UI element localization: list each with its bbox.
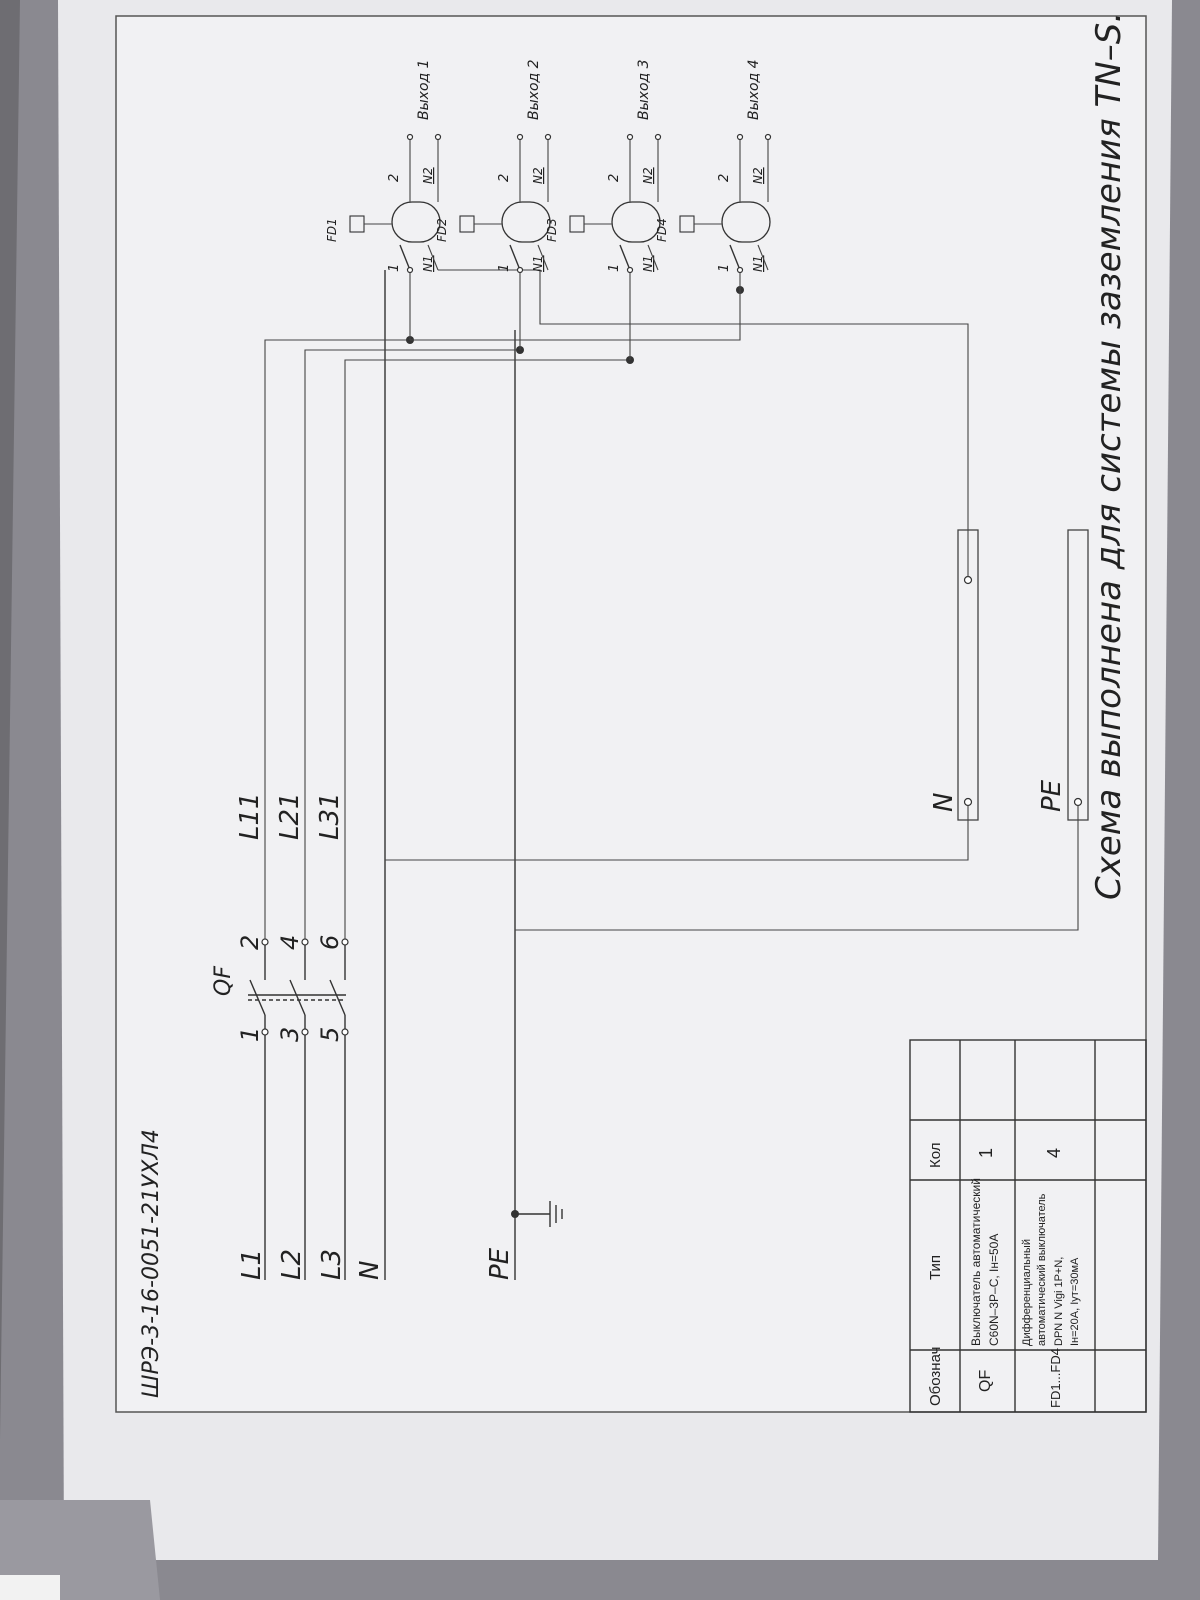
svg-text:N2: N2 bbox=[641, 167, 655, 184]
table-header-type: Тип bbox=[927, 1255, 944, 1280]
svg-text:2: 2 bbox=[387, 174, 402, 182]
output-fd4: 1 N1 FD4 2 N2 Выход 4 bbox=[410, 59, 772, 341]
table-row-fd-type-2: автоматический выключатель bbox=[1036, 1193, 1048, 1346]
table-row-fd-type-1: Дифференциальный bbox=[1021, 1239, 1033, 1346]
breaker-in-3: 3 bbox=[276, 1027, 304, 1042]
parts-table: Обознач Тип Кол QF Выключатель автоматич… bbox=[909, 1039, 1147, 1413]
svg-text:N1: N1 bbox=[531, 255, 545, 272]
fd1-label: FD1 bbox=[325, 218, 339, 242]
svg-text:1: 1 bbox=[607, 264, 622, 272]
svg-text:1: 1 bbox=[387, 264, 402, 272]
schematic-svg: ШРЭ-3-16-0051-21УХЛ4 L1 L2 L3 N PE QF bbox=[115, 12, 1147, 1413]
fd1-output-label: Выход 1 bbox=[416, 59, 432, 120]
table-row-fd-designation: FD1...FD4 bbox=[1048, 1348, 1063, 1408]
table-row-qf-qty: 1 bbox=[976, 1148, 996, 1158]
table-row-fd-qty: 4 bbox=[1044, 1148, 1064, 1158]
line-label-l31: L31 bbox=[315, 792, 345, 840]
svg-text:2: 2 bbox=[497, 174, 512, 182]
output-fd2: 1 N1 FD2 2 N2 Выход 2 bbox=[435, 59, 552, 354]
fd4-output-label: Выход 4 bbox=[746, 59, 762, 120]
line-label-l21: L21 bbox=[275, 792, 305, 840]
input-label-l1: L1 bbox=[237, 1249, 267, 1280]
schematic-drawing: ШРЭ-3-16-0051-21УХЛ4 L1 L2 L3 N PE QF bbox=[110, 10, 1150, 1420]
breaker-in-5: 5 bbox=[316, 1027, 344, 1042]
table-row-qf-type-2: C60N–3P–C, Iн=50А bbox=[987, 1234, 1001, 1346]
fd2-output-label: Выход 2 bbox=[526, 59, 542, 120]
input-label-l2: L2 bbox=[277, 1249, 307, 1280]
output-fd1: 1 N1 FD1 2 N2 Выход 1 bbox=[325, 59, 870, 344]
breaker-in-1: 1 bbox=[236, 1027, 264, 1042]
output-fd3: 1 N1 FD3 2 N2 Выход 3 bbox=[545, 59, 662, 364]
output-group: 1 N1 FD1 2 N2 Выход 1 bbox=[325, 59, 870, 364]
svg-text:N1: N1 bbox=[641, 255, 655, 272]
input-label-n: N bbox=[355, 1261, 385, 1280]
breaker-out-4: 4 bbox=[276, 935, 304, 950]
svg-text:N2: N2 bbox=[421, 167, 435, 184]
svg-text:1: 1 bbox=[717, 264, 732, 272]
svg-text:N2: N2 bbox=[751, 167, 765, 184]
table-row-qf-designation: QF bbox=[977, 1370, 994, 1392]
svg-text:2: 2 bbox=[607, 174, 622, 182]
input-label-l3: L3 bbox=[317, 1249, 347, 1280]
busbar-label-n: N bbox=[929, 793, 959, 812]
table-row-fd-type-4: Iн=20А, Iут=30мА bbox=[1069, 1257, 1081, 1346]
table-header-designation: Обознач bbox=[927, 1347, 944, 1406]
svg-text:2: 2 bbox=[717, 174, 732, 182]
table-row-qf-type-1: Выключатель автоматический bbox=[969, 1178, 983, 1346]
svg-text:N2: N2 bbox=[531, 167, 545, 184]
table-header-qty: Кол bbox=[927, 1142, 944, 1168]
fd2-label: FD2 bbox=[435, 218, 449, 242]
fd3-output-label: Выход 3 bbox=[636, 59, 652, 120]
svg-text:1: 1 bbox=[497, 264, 512, 272]
footer-caption: Схема выполнена для системы заземления T… bbox=[1089, 12, 1129, 900]
busbar-label-pe: PE bbox=[1037, 779, 1067, 812]
table-row-fd-type-3: DPN N Vigi 1P+N, bbox=[1053, 1257, 1065, 1346]
svg-text:N1: N1 bbox=[751, 255, 765, 272]
line-label-l11: L11 bbox=[235, 792, 265, 840]
fd3-label: FD3 bbox=[545, 218, 559, 242]
doc-number: ШРЭ-3-16-0051-21УХЛ4 bbox=[139, 1129, 164, 1398]
breaker-label: QF bbox=[211, 966, 236, 996]
breaker-out-2: 2 bbox=[236, 935, 264, 950]
input-label-pe: PE bbox=[485, 1247, 515, 1280]
fd4-label: FD4 bbox=[655, 218, 669, 242]
svg-text:N1: N1 bbox=[421, 255, 435, 272]
breaker-out-6: 6 bbox=[316, 935, 344, 950]
